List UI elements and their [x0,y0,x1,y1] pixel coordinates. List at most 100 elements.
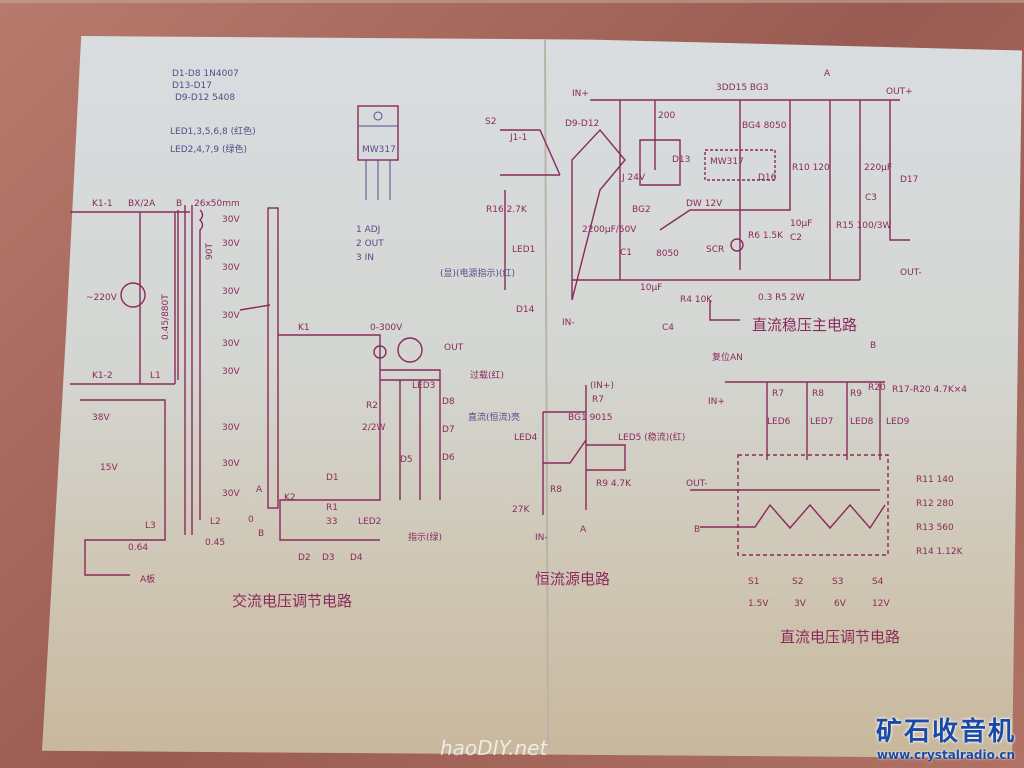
dc-adjust-circuit: IN+ R7 R8 R9 R20 R17-R20 4.7K×4 LED6 LED… [686,381,967,646]
svg-text:3 IN: 3 IN [356,253,374,263]
svg-text:R13 560: R13 560 [916,523,954,533]
svg-text:L2: L2 [210,517,221,527]
svg-text:27K: 27K [512,505,530,515]
svg-text:R12 280: R12 280 [916,499,954,509]
svg-text:D8: D8 [442,397,455,407]
svg-text:D2: D2 [298,553,311,563]
svg-text:直流(恒流)亮: 直流(恒流)亮 [468,411,520,423]
svg-text:D5: D5 [400,455,413,465]
svg-text:S2: S2 [792,577,803,587]
regulator-package: MW317 1 ADJ 2 OUT 3 IN [356,105,399,263]
svg-text:K1: K1 [298,323,310,333]
svg-text:LED3: LED3 [412,381,435,391]
svg-text:R8: R8 [812,389,824,399]
svg-text:MW317: MW317 [710,157,744,167]
svg-text:30V: 30V [222,215,240,225]
svg-text:0-300V: 0-300V [370,323,403,333]
svg-text:C1: C1 [620,248,632,258]
svg-text:L1: L1 [150,371,161,381]
schematic-paper [42,36,1022,758]
svg-text:R17-R20 4.7K×4: R17-R20 4.7K×4 [892,385,967,395]
svg-text:30V: 30V [222,263,240,273]
svg-text:R7: R7 [592,395,604,405]
svg-text:R6 1.5K: R6 1.5K [748,231,784,241]
svg-text:OUT-: OUT- [686,479,708,489]
svg-text:R4 10K: R4 10K [680,295,713,305]
svg-text:30V: 30V [222,489,240,499]
svg-text:A: A [580,525,587,535]
svg-text:LED1: LED1 [512,245,535,255]
svg-text:LED8: LED8 [850,417,874,427]
svg-text:R20: R20 [868,383,886,393]
svg-text:38V: 38V [92,413,110,423]
svg-text:K1-2: K1-2 [92,371,113,381]
svg-text:30V: 30V [222,287,240,297]
ac-regulation-circuit: K1-1 BX/2A B 26x50mm ~220V K1-2 L1 0.45/… [70,199,504,610]
svg-text:D7: D7 [442,425,455,435]
svg-text:90T: 90T [205,243,215,260]
svg-text:~220V: ~220V [86,293,118,303]
svg-text:D13-D17: D13-D17 [172,81,212,91]
svg-text:C2: C2 [790,233,802,243]
svg-text:D3: D3 [322,553,335,563]
svg-text:BG1 9015: BG1 9015 [568,413,612,423]
svg-text:DW 12V: DW 12V [686,199,723,209]
svg-text:指示(绿): 指示(绿) [408,531,442,543]
svg-text:OUT: OUT [444,343,464,353]
svg-text:S3: S3 [832,577,843,587]
svg-text:D1: D1 [326,473,339,483]
svg-text:R9 4.7K: R9 4.7K [596,479,632,489]
svg-text:(IN+): (IN+) [590,381,614,391]
svg-text:R10 120: R10 120 [792,163,830,173]
svg-text:33: 33 [326,517,337,527]
haodiy-watermark: haoDIY.net [440,736,548,760]
component-notes: D1-D8 1N4007 D13-D17 D9-D12 5408 LED1,3,… [170,69,256,155]
svg-text:LED7: LED7 [810,417,833,427]
svg-text:D6: D6 [442,453,455,463]
svg-text:LED5 (稳流)(红): LED5 (稳流)(红) [618,431,685,443]
svg-text:3DD15 BG3: 3DD15 BG3 [716,83,769,93]
svg-text:S4: S4 [872,577,884,587]
svg-text:D14: D14 [516,305,535,315]
svg-text:S2: S2 [485,117,496,127]
svg-text:A: A [824,69,831,79]
svg-text:0.64: 0.64 [128,543,148,553]
svg-text:R15 100/3W: R15 100/3W [836,221,892,231]
svg-text:B: B [870,341,876,351]
svg-text:10μF: 10μF [640,283,662,293]
svg-text:R1: R1 [326,503,338,513]
svg-text:R8: R8 [550,485,562,495]
svg-text:LED2: LED2 [358,517,381,527]
svg-text:复位AN: 复位AN [712,351,743,363]
svg-text:6V: 6V [834,599,847,609]
svg-text:2 OUT: 2 OUT [356,239,384,249]
paper-fold [544,39,549,751]
crystalradio-watermark: 矿石收音机 www.crystalradio.cn [876,711,1016,762]
dc-adjust-title: 直流电压调节电路 [780,628,900,646]
svg-text:B: B [176,199,182,209]
svg-text:K2: K2 [284,493,296,503]
svg-text:R16 2.7K: R16 2.7K [486,205,528,215]
svg-text:2/2W: 2/2W [362,423,385,433]
svg-text:15V: 15V [100,463,118,473]
svg-text:3V: 3V [794,599,807,609]
svg-text:1 ADJ: 1 ADJ [356,225,380,235]
svg-text:1.5V: 1.5V [748,599,769,609]
svg-text:R11 140: R11 140 [916,475,954,485]
svg-text:0: 0 [248,515,254,525]
svg-text:LED2,4,7,9 (绿色): LED2,4,7,9 (绿色) [170,143,247,155]
svg-text:R2: R2 [366,401,378,411]
svg-text:(显)(电源指示)(红): (显)(电源指示)(红) [440,267,515,279]
svg-text:LED1,3,5,6,8 (红色): LED1,3,5,6,8 (红色) [170,125,256,137]
svg-text:BG4 8050: BG4 8050 [742,121,787,131]
svg-text:D17: D17 [900,175,918,185]
svg-text:200: 200 [658,111,675,121]
svg-text:BG2: BG2 [632,205,651,215]
svg-text:30V: 30V [222,311,240,321]
dc-main-circuit: IN+ IN- D9-D12 2200μF/50V C1 200 J 24V D… [440,69,922,363]
svg-text:2200μF/50V: 2200μF/50V [582,225,637,235]
svg-text:BX/2A: BX/2A [128,199,156,209]
svg-text:C4: C4 [662,323,674,333]
svg-text:OUT-: OUT- [900,268,922,278]
